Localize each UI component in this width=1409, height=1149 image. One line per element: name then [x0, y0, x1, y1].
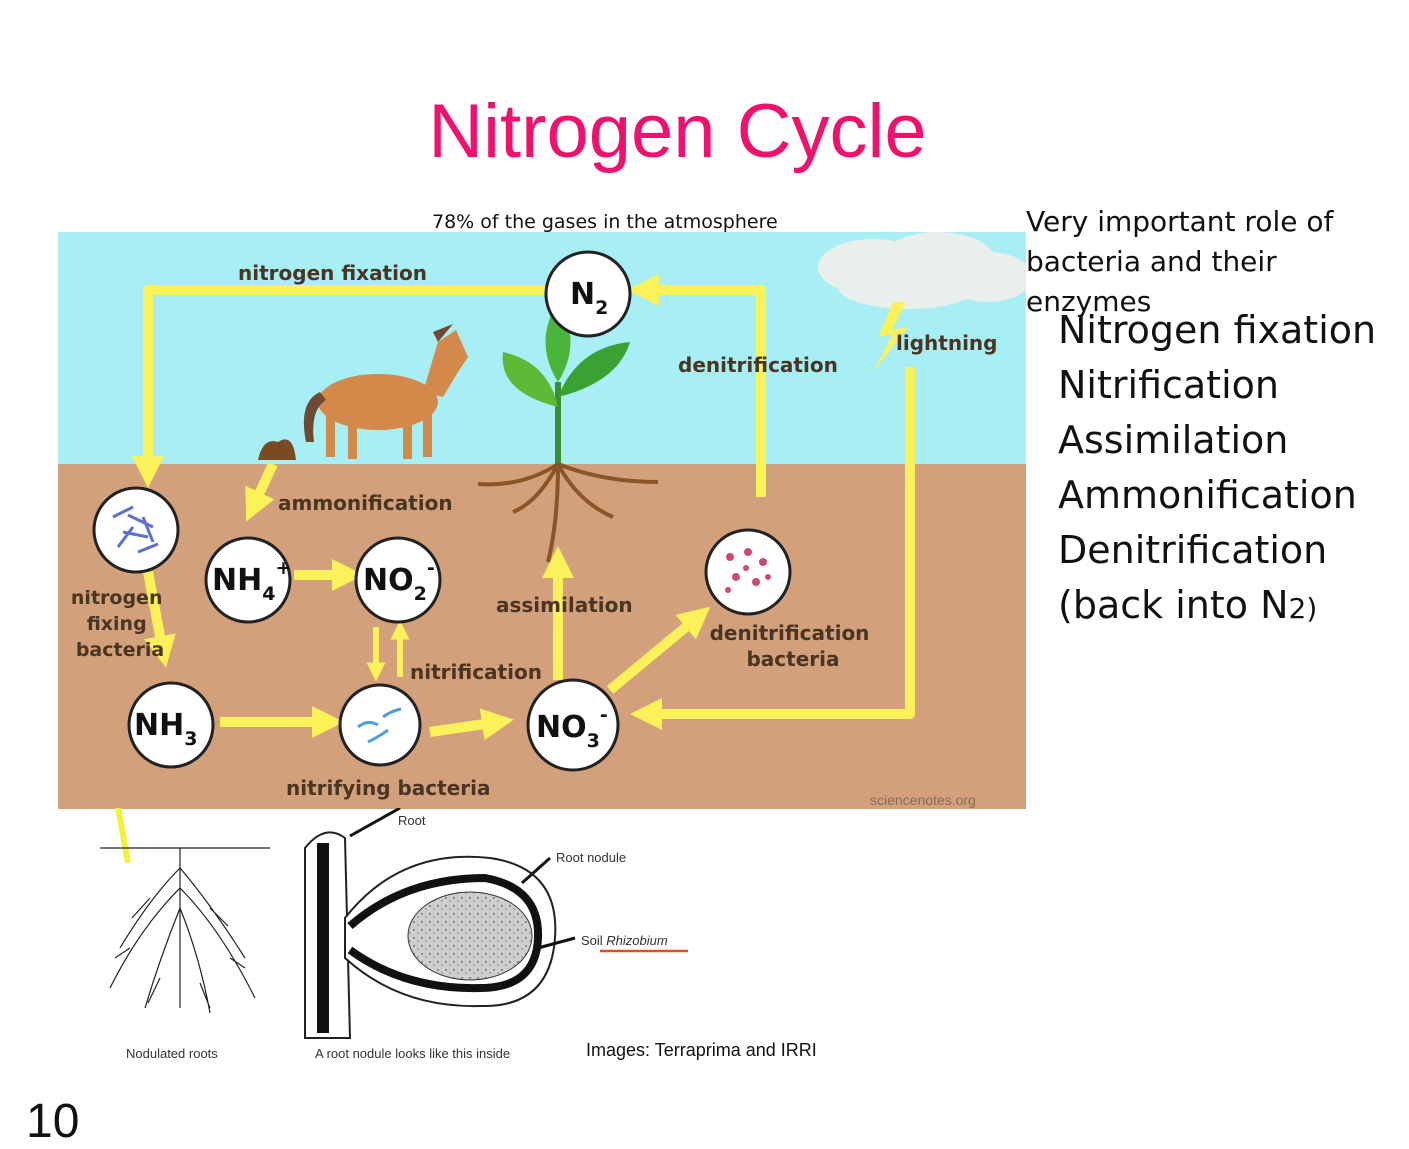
- no3-node: [526, 678, 620, 772]
- soil-rhizobium-label: Soil Rhizobium: [581, 933, 668, 948]
- n2-node: [544, 250, 632, 338]
- atmosphere-note: 78% of the gases in the atmosphere: [432, 211, 778, 233]
- nh4-node: [204, 536, 292, 624]
- nitrogen-fixation-label: nitrogen fixation: [238, 261, 427, 285]
- no3-to-denitrifying-arrow: [606, 606, 711, 694]
- process-item: Denitrification: [1058, 528, 1328, 572]
- bacteria-role-note: Very important role of bacteria and thei…: [1026, 202, 1409, 322]
- n2-text: N2: [570, 277, 608, 319]
- root-label: Root: [398, 813, 426, 828]
- process-item-tail: (back into N2): [1058, 583, 1318, 627]
- process-list: Nitrogen fixation Nitrification Assimila…: [1058, 303, 1376, 636]
- nitrification-label: nitrification: [410, 660, 542, 684]
- no2-node: [354, 536, 442, 624]
- nitrogen-fixation-arrow: [131, 285, 545, 489]
- assimilation-label: assimilation: [496, 593, 633, 617]
- denitrification-bacteria-label: denitrification bacteria: [710, 621, 877, 671]
- denitrification-label: denitrification: [678, 353, 838, 377]
- rhizobium-link-arrow: [115, 808, 131, 864]
- no3-text: NO3-: [536, 704, 608, 752]
- nh3-node: [127, 681, 215, 769]
- bacteria-role-text: Very important role of bacteria and thei…: [1026, 205, 1334, 318]
- nitrifying-bacteria-node: [338, 683, 422, 767]
- nh4-text: NH4+: [212, 557, 291, 605]
- process-item: Assimilation: [1058, 418, 1289, 462]
- nitrogen-fixing-bacteria-node: [92, 486, 180, 574]
- root-nodule-label: Root nodule: [556, 850, 626, 865]
- source-label: sciencenotes.org: [870, 792, 976, 808]
- nitrogen-cycle-diagram: N2 NH4+ NO2- NH3 NO3- nitrogen fixation …: [58, 232, 1026, 809]
- slide-title: Nitrogen Cycle: [428, 89, 927, 174]
- denitrification-bacteria-node: [704, 528, 792, 616]
- lightning-bolt-icon: [873, 302, 908, 372]
- root-nodule-caption: A root nodule looks like this inside: [315, 1046, 510, 1061]
- nitrifying-bacteria-label: nitrifying bacteria: [286, 776, 491, 800]
- nodulated-roots-icon: [100, 847, 270, 1014]
- nitrifying-to-no3-arrow: [429, 708, 514, 741]
- nitrifying-bacteria-icon: [357, 707, 402, 744]
- cloud-icon: [818, 232, 1026, 309]
- process-item: Nitrification: [1058, 363, 1279, 407]
- nitrogen-fixing-bacteria-label: nitrogen fixing bacteria: [71, 587, 169, 661]
- page-number: 10: [26, 1095, 80, 1148]
- process-item: Ammonification: [1058, 473, 1357, 517]
- nh3-text: NH3: [134, 708, 197, 750]
- nodule-cross-section-icon: [304, 808, 576, 1039]
- nodulated-roots-caption: Nodulated roots: [126, 1046, 218, 1061]
- denitrification-arrow: [626, 273, 766, 497]
- lightning-arrow: [629, 367, 915, 731]
- process-item: Nitrogen fixation: [1058, 308, 1377, 352]
- no2-text: NO2-: [363, 557, 435, 605]
- ammonification-label: ammonification: [278, 491, 453, 515]
- plant-icon: [477, 302, 659, 563]
- nitrogen-fixing-bacteria-icon: [112, 505, 159, 554]
- image-credit: Images: Terraprima and IRRI: [586, 1040, 817, 1060]
- ammonification-arrow: [245, 461, 278, 522]
- lightning-label: lightning: [896, 331, 997, 355]
- horse-icon: [303, 324, 468, 459]
- root-nodule-figure: Root Root nodule Soil Rhizobium Nodulate…: [100, 808, 688, 1061]
- denitrification-bacteria-icon: [725, 548, 771, 593]
- manure-icon: [258, 439, 296, 460]
- bacteria-to-nh3-arrow: [143, 571, 176, 668]
